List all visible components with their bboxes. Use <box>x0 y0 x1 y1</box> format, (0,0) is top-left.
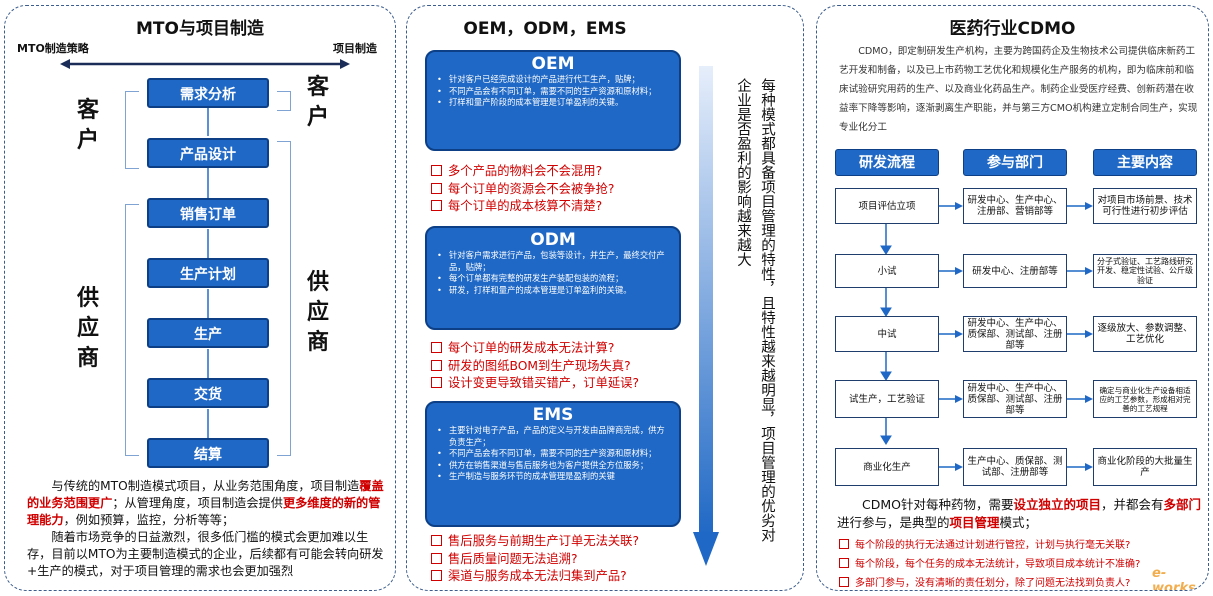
dept-cell: 研发中心、生产中心、注册部、营销部等 <box>963 188 1067 224</box>
mto-description: 与传统的MTO制造模式项目，从业务范围角度，项目制造覆盖的业务范围更广；从管理角… <box>27 478 387 580</box>
odm-questions: 每个订单的研发成本无法计算? 研发的图纸BOM到生产现场失真? 设计变更导致错买… <box>431 340 639 393</box>
flow-step-production-plan: 生产计划 <box>147 258 269 288</box>
customer-label-left-2: 户 <box>76 128 99 153</box>
header-departments: 参与部门 <box>963 149 1067 176</box>
odm-title: ODM <box>530 230 576 250</box>
row-arrows <box>939 202 1093 471</box>
question-item: 研发的图纸BOM到生产现场失真? <box>431 358 639 376</box>
header-process: 研发流程 <box>835 149 939 176</box>
oem-box: OEM 针对客户已经完成设计的产品进行代工生产，贴牌； 不同产品会有不同订单，需… <box>425 50 681 151</box>
oem-questions: 多个产品的物料会不会混用? 每个订单的资源会不会被争抢? 每个订单的成本核算不清… <box>431 163 614 216</box>
question-item: 售后服务与前期生产订单无法关联? <box>431 533 639 551</box>
customer-bracket-right <box>277 91 291 111</box>
oem-title: OEM <box>531 54 575 74</box>
question-item: 设计变更导致错买错产，订单延误? <box>431 375 639 393</box>
cdmo-panel: 医药行业CDMO CDMO，即定制研发生产机构，主要为跨国药企及生物技术公司提供… <box>816 5 1209 591</box>
ems-box: EMS 主要针对电子产品，产品的定义与开发由品牌商完成，供方负责生产； 不同产品… <box>425 401 681 527</box>
mto-paragraph-2: 随着市场竞争的日益激烈，很多低门槛的模式会更加难以生存，目前以MTO为主要制造模… <box>27 530 384 578</box>
stage-cell: 中试 <box>835 316 939 352</box>
question-item: 每个订单的研发成本无法计算? <box>431 340 639 358</box>
panel-title: MTO与项目制造 <box>136 19 264 39</box>
flow-connector <box>207 409 209 439</box>
oem-item: 针对客户已经完成设计的产品进行代工生产，贴牌； <box>437 74 673 86</box>
question-item: 售后质量问题无法追溯? <box>431 551 639 569</box>
flow-step-settlement: 结算 <box>147 438 269 468</box>
stage-cell: 小试 <box>835 254 939 288</box>
flow-step-requirements: 需求分析 <box>147 78 269 108</box>
project-mfg-label: 项目制造 <box>333 42 377 55</box>
flow-step-sales-order: 销售订单 <box>147 198 269 228</box>
mto-panel: MTO与项目制造 MTO制造策略 项目制造 需求分析 产品设计 销售订单 生产计… <box>4 5 396 591</box>
double-arrow-icon <box>60 59 350 69</box>
panel-title: 医药行业CDMO <box>949 19 1076 39</box>
content-cell: 确定与商业化生产设备相适应的工艺参数，形成相对完善的工艺规程 <box>1093 380 1197 418</box>
supplier-bracket-right <box>277 141 291 456</box>
flow-connector <box>207 289 209 319</box>
flow-step-design: 产品设计 <box>147 138 269 168</box>
panel-title: OEM，ODM，EMS <box>463 19 627 39</box>
supplier-label-right-2: 应 <box>306 300 329 325</box>
ems-item: 主要针对电子产品，产品的定义与开发由品牌商完成，供方负责生产； <box>437 425 673 448</box>
supplier-label-left-1: 供 <box>76 286 99 311</box>
watermark-logo: e-works <box>1152 566 1196 591</box>
customer-bracket-left <box>125 91 139 169</box>
supplier-label-right-1: 供 <box>306 270 329 295</box>
mto-strategy-label: MTO制造策略 <box>17 42 89 55</box>
issue-item: 每个阶段的执行无法通过计划进行管控，计划与执行毫无关联? <box>839 536 1204 555</box>
down-arrow-icon <box>693 66 719 566</box>
oem-odm-ems-panel: OEM，ODM，EMS OEM 针对客户已经完成设计的产品进行代工生产，贴牌； … <box>406 5 804 591</box>
side-text-1: 每种模式都具备项目管理的特性，且特性越来越明显，项目管理的优劣对 <box>759 78 775 542</box>
supplier-bracket-left <box>125 204 139 456</box>
header-content: 主要内容 <box>1093 149 1197 176</box>
supplier-label-right-3: 商 <box>306 330 329 355</box>
flow-connector <box>207 229 209 259</box>
cdmo-issues: 每个阶段的执行无法通过计划进行管控，计划与执行毫无关联? 每个阶段，每个任务的成… <box>839 536 1204 590</box>
side-text-2: 企业是否盈利的影响越来越大 <box>735 78 751 267</box>
customer-label-right-2: 户 <box>306 105 329 130</box>
stage-cell: 试生产，工艺验证 <box>835 380 939 418</box>
dept-cell: 生产中心、质保部、测试部、注册部等 <box>963 448 1067 486</box>
issue-item: 每个阶段，每个任务的成本无法统计，导致项目成本统计不准确? <box>839 555 1204 574</box>
dept-cell: 研发中心、生产中心、质保部、测试部、注册部等 <box>963 316 1067 352</box>
cdmo-summary: CDMO针对每种药物，需要设立独立的项目，并都会有多部门进行参与，是典型的项目管… <box>837 497 1202 530</box>
dept-cell: 研发中心、生产中心、质保部、测试部、注册部等 <box>963 380 1067 418</box>
oem-item: 打样和量产阶段的成本管理是订单盈利的关键。 <box>437 97 673 109</box>
question-item: 每个订单的资源会不会被争抢? <box>431 181 614 199</box>
odm-item: 每个订单都有完整的研发生产装配包装的流程； <box>437 273 673 285</box>
ems-item: 不同产品会有不同订单，需要不同的生产资源和原材料； <box>437 448 673 460</box>
content-cell: 对项目市场前景、技术可行性进行初步评估 <box>1093 188 1197 224</box>
flow-connector <box>207 106 209 136</box>
content-cell: 逐级放大、参数调整、工艺优化 <box>1093 316 1197 352</box>
flow-connector <box>207 166 209 199</box>
flow-connector <box>207 349 209 379</box>
supplier-label-left-2: 应 <box>76 316 99 341</box>
customer-label-right-1: 客 <box>306 75 329 100</box>
stage-flow-arrows <box>880 224 892 445</box>
stage-cell: 商业化生产 <box>835 448 939 486</box>
question-item: 每个订单的成本核算不清楚? <box>431 198 614 216</box>
mto-paragraph-1: 与传统的MTO制造模式项目，从业务范围角度，项目制造覆盖的业务范围更广；从管理角… <box>27 479 384 527</box>
content-cell: 分子式验证、工艺路线研究开发、稳定性试验、公斤级验证 <box>1093 254 1197 288</box>
odm-box: ODM 针对客户需求进行产品，包装等设计，并生产，最终交付产品，贴牌； 每个订单… <box>425 226 681 330</box>
customer-label-left-1: 客 <box>76 98 99 123</box>
content-cell: 商业化阶段的大批量生产 <box>1093 448 1197 486</box>
cdmo-intro: CDMO，即定制研发生产机构，主要为跨国药企及生物技术公司提供临床新药工艺开发和… <box>839 46 1198 133</box>
odm-item: 针对客户需求进行产品，包装等设计，并生产，最终交付产品，贴牌； <box>437 250 673 273</box>
issue-item: 多部门参与，没有清晰的责任划分，除了问题无法找到负责人? <box>839 574 1204 590</box>
odm-item: 研发，打样和量产的成本管理是订单盈利的关键。 <box>437 285 673 297</box>
question-item: 渠道与服务成本无法归集到产品? <box>431 568 639 586</box>
flow-step-delivery: 交货 <box>147 378 269 408</box>
dept-cell: 研发中心、注册部等 <box>963 254 1067 288</box>
ems-questions: 售后服务与前期生产订单无法关联? 售后质量问题无法追溯? 渠道与服务成本无法归集… <box>431 533 639 586</box>
ems-title: EMS <box>532 405 574 425</box>
ems-item: 生产制造与服务环节的成本管理是盈利的关键 <box>437 471 673 483</box>
supplier-label-left-3: 商 <box>76 346 99 371</box>
stage-cell: 项目评估立项 <box>835 188 939 224</box>
ems-item: 供方在销售渠道与售后服务也为客户提供全方位服务； <box>437 460 673 472</box>
question-item: 多个产品的物料会不会混用? <box>431 163 614 181</box>
flow-step-production: 生产 <box>147 318 269 348</box>
oem-item: 不同产品会有不同订单，需要不同的生产资源和原材料； <box>437 86 673 98</box>
